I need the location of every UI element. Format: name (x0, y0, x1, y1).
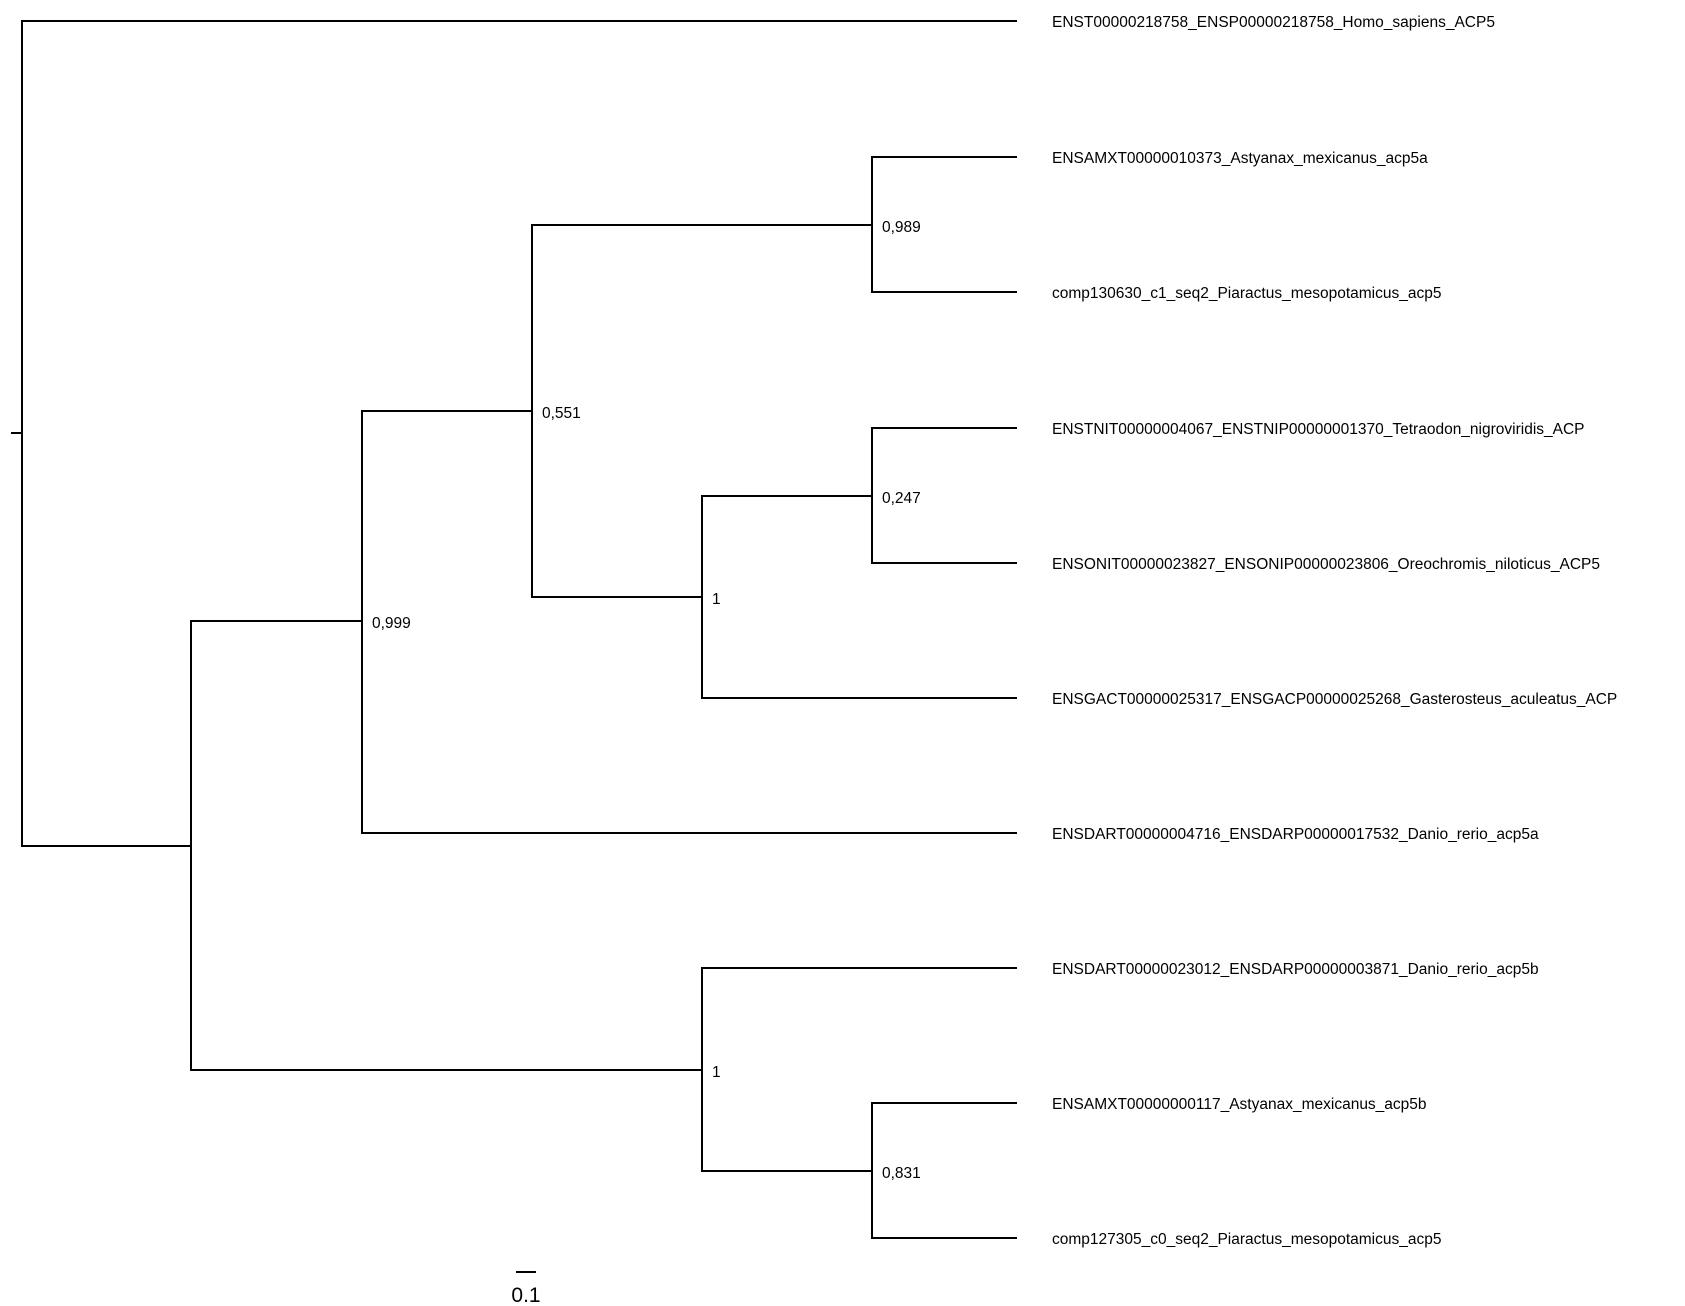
leaf-label-gasterosteus: ENSGACT00000025317_ENSGACP00000025268_Ga… (1052, 691, 1617, 708)
leaf-label-tetraodon: ENSTNIT00000004067_ENSTNIP00000001370_Te… (1052, 421, 1585, 438)
leaf-label-astyanax-acp5b: ENSAMXT00000000117_Astyanax_mexicanus_ac… (1052, 1096, 1427, 1113)
leaf-label-homo: ENST00000218758_ENSP00000218758_Homo_sap… (1052, 14, 1495, 31)
support-value-0247: 0,247 (882, 490, 921, 507)
leaf-label-danio-acp5b: ENSDART00000023012_ENSDARP00000003871_Da… (1052, 961, 1539, 978)
leaf-label-piaractus-a: comp130630_c1_seq2_Piaractus_mesopotamic… (1052, 285, 1441, 302)
support-value-1-upper: 1 (712, 591, 721, 608)
leaf-label-astyanax-acp5a: ENSAMXT00000010373_Astyanax_mexicanus_ac… (1052, 150, 1428, 167)
leaf-label-piaractus-b: comp127305_c0_seq2_Piaractus_mesopotamic… (1052, 1231, 1441, 1248)
scale-bar-label: 0.1 (511, 1284, 540, 1306)
support-value-0989: 0,989 (882, 219, 921, 236)
support-value-0999: 0,999 (372, 615, 411, 632)
support-value-0551: 0,551 (542, 405, 581, 422)
leaf-label-danio-acp5a: ENSDART00000004716_ENSDARP00000017532_Da… (1052, 826, 1539, 843)
leaf-label-oreochromis: ENSONIT00000023827_ENSONIP00000023806_Or… (1052, 556, 1600, 573)
support-value-0831: 0,831 (882, 1165, 921, 1182)
support-value-1-lower: 1 (712, 1064, 721, 1081)
